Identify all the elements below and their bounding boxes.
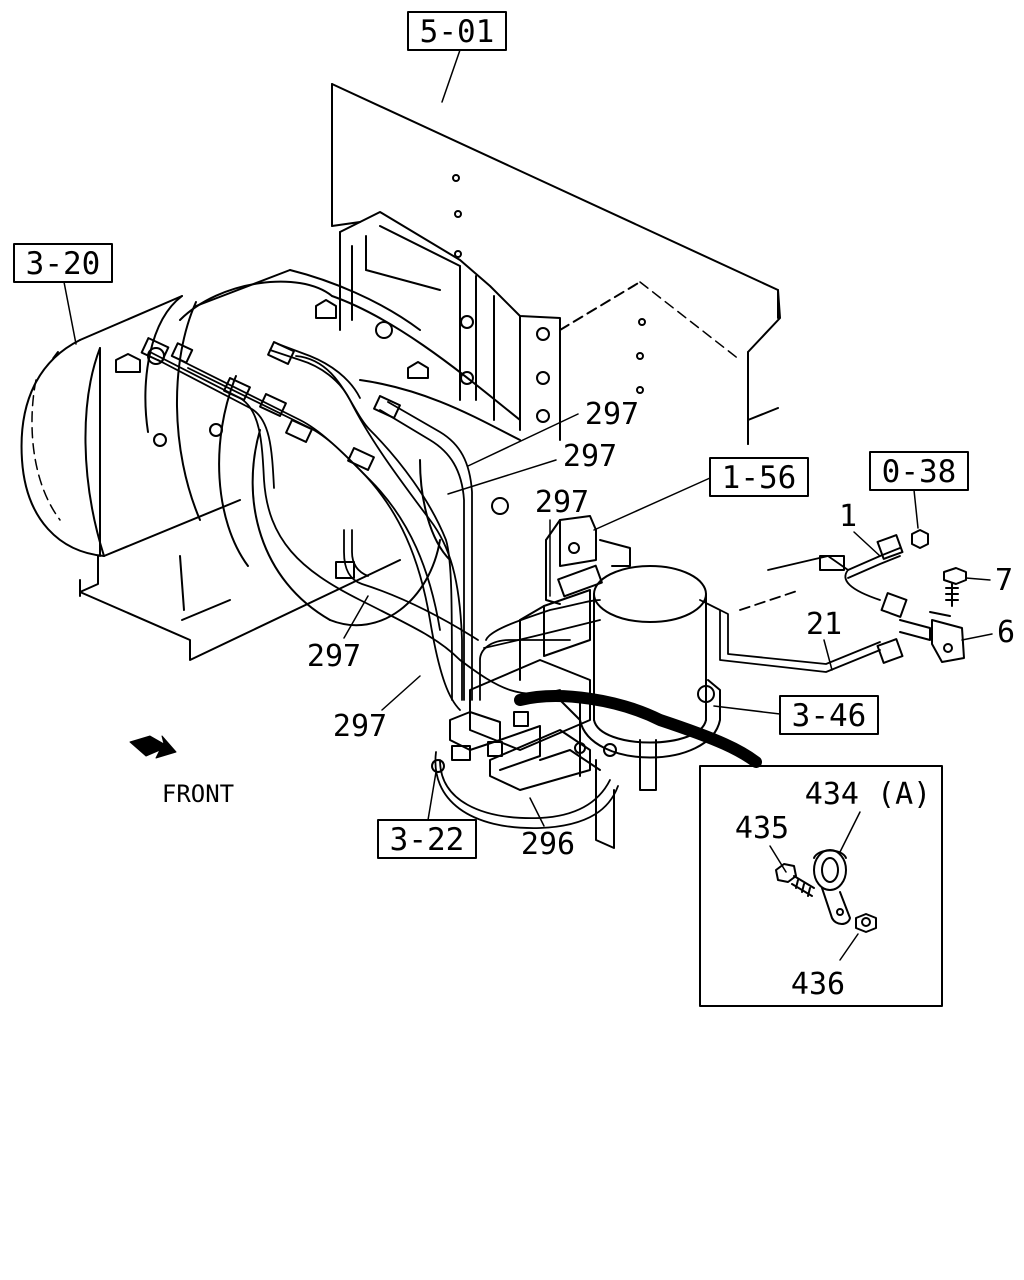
ref-label-valve-bracket: 1-56 xyxy=(722,460,797,496)
ref-box-3-46: 3-46 xyxy=(713,695,879,735)
ref-box-3-20: 3-20 xyxy=(13,243,113,345)
ref-box-5-01: 5-01 xyxy=(407,11,507,103)
pipe-fittings xyxy=(140,337,908,664)
frame-rail xyxy=(331,83,781,445)
callout-6: 6 xyxy=(997,615,1015,650)
detail-nut-label: 436 xyxy=(791,967,845,1002)
valve-assembly xyxy=(431,589,601,791)
ref-box-1-56: 1-56 xyxy=(593,457,809,531)
tank-bracket xyxy=(339,211,561,441)
detail-inset: 434 (A) 435 436 xyxy=(699,765,943,1007)
front-arrow-icon xyxy=(129,735,177,759)
hardware-parts xyxy=(899,529,967,663)
air-dryer xyxy=(514,565,762,849)
ref-box-3-22: 3-22 xyxy=(377,771,477,859)
detail-bolt-label: 435 xyxy=(735,811,789,846)
callout-1: 1 xyxy=(839,499,857,534)
ref-label-dryer: 3-46 xyxy=(792,698,867,734)
ref-label-nut: 0-38 xyxy=(882,454,957,490)
callout-297-d: 297 xyxy=(307,639,361,674)
callout-297-a: 297 xyxy=(585,397,639,432)
front-indicator: FRONT xyxy=(129,735,234,808)
callout-21: 21 xyxy=(806,607,842,642)
nut-icon xyxy=(911,529,929,549)
nut-436-icon xyxy=(855,913,877,933)
callout-297-e: 297 xyxy=(333,709,387,744)
ref-label-frame: 5-01 xyxy=(420,14,495,50)
ref-box-0-38: 0-38 xyxy=(869,451,969,529)
front-label: FRONT xyxy=(162,780,234,808)
bolt-435-icon xyxy=(775,863,815,897)
callout-297-b: 297 xyxy=(563,439,617,474)
ref-label-tanks: 3-20 xyxy=(26,246,101,282)
detail-title: 434 (A) xyxy=(805,777,931,812)
callout-7: 7 xyxy=(995,563,1013,598)
callouts: 1 7 6 21 297 297 297 297 297 296 xyxy=(307,397,1015,862)
callout-296: 296 xyxy=(521,827,575,862)
air-tanks xyxy=(20,269,521,661)
ref-label-lower-valve: 3-22 xyxy=(390,822,465,858)
air-pipes xyxy=(149,343,901,829)
callout-297-c: 297 xyxy=(535,485,589,520)
clamp-icon xyxy=(813,849,851,925)
bracket-plate-icon xyxy=(931,619,965,663)
